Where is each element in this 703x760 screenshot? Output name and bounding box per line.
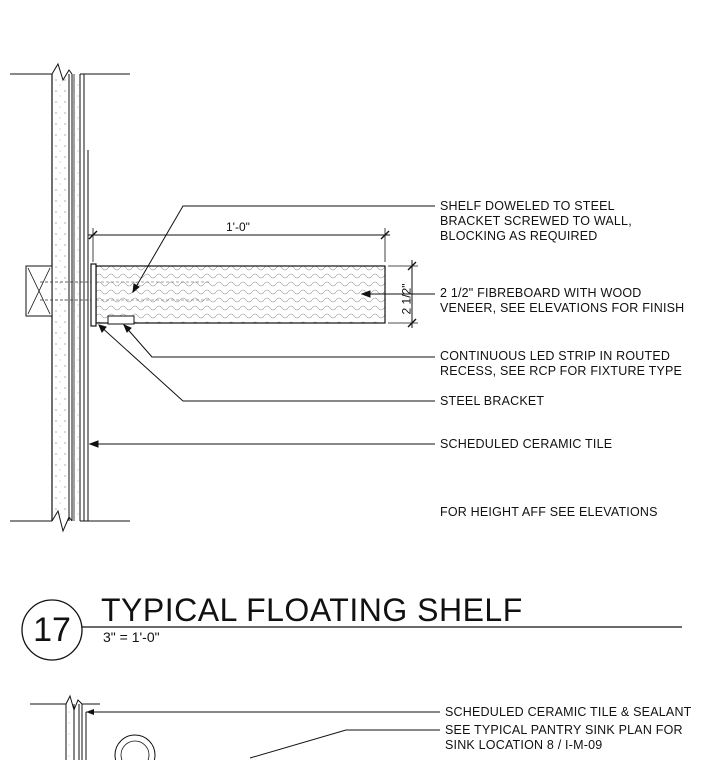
- lower-detail: [30, 694, 440, 760]
- note-line: FOR HEIGHT AFF SEE ELEVATIONS: [440, 505, 658, 519]
- shelf: [90, 263, 386, 327]
- note-line: VENEER, SEE ELEVATIONS FOR FINISH: [440, 301, 685, 315]
- wall-section: [10, 62, 130, 533]
- note-lower-sink-location: SEE TYPICAL PANTRY SINK PLAN FOR SINK LO…: [445, 723, 683, 753]
- dimension-depth-label: 1'-0": [226, 220, 250, 234]
- note-line: SCHEDULED CERAMIC TILE & SEALANT: [445, 705, 692, 719]
- note-led-strip: CONTINUOUS LED STRIP IN ROUTED RECESS, S…: [440, 349, 682, 379]
- dimension-thickness-label: 2 1/2": [399, 283, 414, 315]
- note-line: RECESS, SEE RCP FOR FIXTURE TYPE: [440, 364, 683, 378]
- note-line: CONTINUOUS LED STRIP IN ROUTED: [440, 349, 671, 363]
- note-height-aff: FOR HEIGHT AFF SEE ELEVATIONS: [440, 505, 658, 520]
- note-line: BLOCKING AS REQUIRED: [440, 229, 598, 243]
- title-block: [21, 599, 682, 661]
- note-line: SCHEDULED CERAMIC TILE: [440, 437, 613, 451]
- detail-title: TYPICAL FLOATING SHELF: [101, 592, 523, 628]
- note-line: SEE TYPICAL PANTRY SINK PLAN FOR: [445, 723, 683, 737]
- note-line: 2 1/2" FIBREBOARD WITH WOOD: [440, 286, 642, 300]
- note-fibreboard: 2 1/2" FIBREBOARD WITH WOOD VENEER, SEE …: [440, 286, 684, 316]
- detail-scale: 3" = 1'-0": [103, 629, 160, 645]
- note-line: BRACKET SCREWED TO WALL,: [440, 214, 632, 228]
- note-steel-bracket: STEEL BRACKET: [440, 394, 544, 409]
- note-line: SINK LOCATION 8 / I-M-09: [445, 738, 603, 752]
- note-line: STEEL BRACKET: [440, 394, 545, 408]
- note-lower-ceramic-tile: SCHEDULED CERAMIC TILE & SEALANT: [445, 705, 692, 720]
- leader-lines: [88, 205, 435, 448]
- note-ceramic-tile: SCHEDULED CERAMIC TILE: [440, 437, 612, 452]
- note-shelf-doweled: SHELF DOWELED TO STEEL BRACKET SCREWED T…: [440, 199, 632, 244]
- detail-number: 17: [33, 611, 71, 649]
- note-line: SHELF DOWELED TO STEEL: [440, 199, 615, 213]
